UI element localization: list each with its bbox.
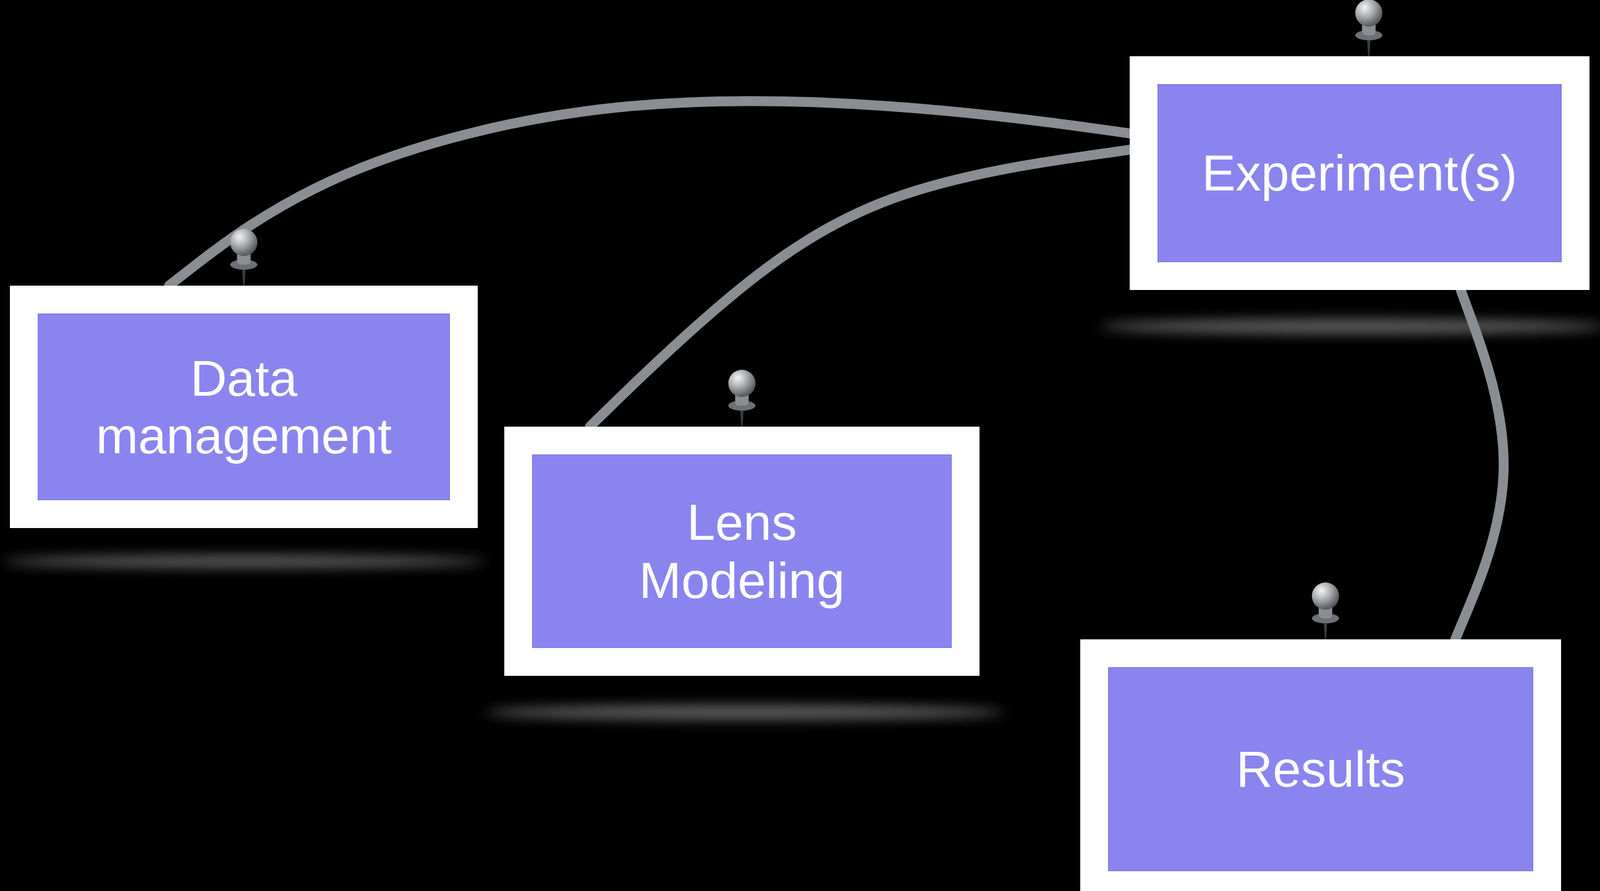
pinned-card: Data management xyxy=(9,285,478,528)
process-box: Lens Modeling xyxy=(532,454,952,648)
box-label: Experiment(s) xyxy=(1202,143,1518,202)
frame-shadow xyxy=(485,704,1005,720)
pinned-card: Results xyxy=(1080,639,1562,891)
box-label: Results xyxy=(1235,739,1405,798)
process-box: Data management xyxy=(37,313,450,500)
frame-shadow xyxy=(1100,318,1600,334)
pinned-card: Lens Modeling xyxy=(504,426,980,676)
frame-shadow xyxy=(3,554,486,568)
curved-connector xyxy=(1455,289,1504,640)
process-box: Experiment(s) xyxy=(1157,84,1562,263)
box-label: Data management xyxy=(71,349,418,465)
pushpin xyxy=(728,369,756,427)
box-label: Lens Modeling xyxy=(593,493,891,609)
process-box: Results xyxy=(1108,666,1534,871)
pushpin xyxy=(230,228,258,286)
pinned-card: Experiment(s) xyxy=(1129,56,1590,290)
pushpin xyxy=(1312,582,1340,640)
pushpin xyxy=(1355,0,1383,57)
curved-connector xyxy=(168,100,1130,286)
curved-connector xyxy=(589,149,1130,427)
